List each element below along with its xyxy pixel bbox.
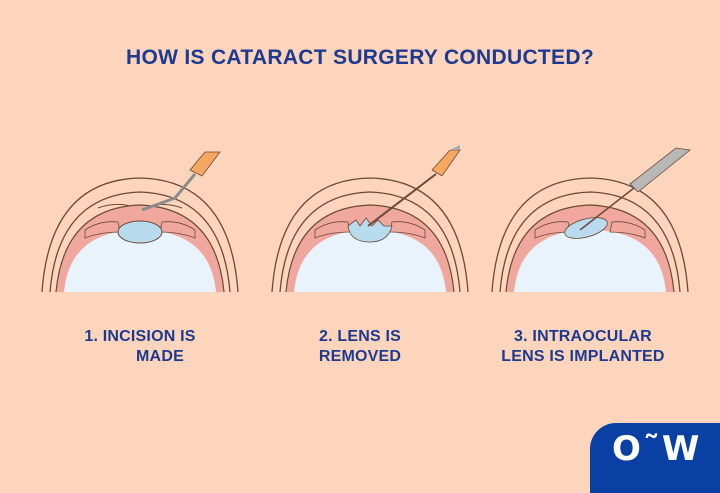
step-3-label-line1: 3. INTRAOCULAR	[514, 328, 652, 345]
step-1-illustration	[30, 140, 250, 300]
step-3-illustration	[480, 140, 700, 300]
step-3-label-line2: LENS IS IMPLANTED	[501, 348, 665, 365]
logo-text: O˜W	[612, 429, 702, 469]
step-1-label: 1. INCISION IS MADE	[30, 327, 250, 367]
step-1-label-line1: 1. INCISION IS	[84, 328, 196, 345]
eye-diagram-icon	[30, 151, 250, 300]
step-2-label-line2: REMOVED	[318, 348, 402, 365]
injector-icon	[579, 147, 691, 231]
step-3-label: 3. INTRAOCULAR LENS IS IMPLANTED	[473, 327, 693, 367]
step-2-label-line1: 2. LENS IS	[318, 328, 402, 345]
eye-diagram-icon	[260, 145, 480, 300]
step-2-illustration	[260, 140, 480, 300]
brand-logo: O˜W	[590, 423, 720, 493]
scalpel-icon	[141, 151, 221, 212]
eye-diagram-icon	[480, 147, 700, 300]
step-1-label-line2: MADE	[136, 348, 184, 365]
probe-icon	[367, 145, 461, 227]
step-2-label: 2. LENS IS REMOVED	[250, 327, 470, 367]
page-title: HOW IS CATARACT SURGERY CONDUCTED?	[126, 46, 594, 69]
